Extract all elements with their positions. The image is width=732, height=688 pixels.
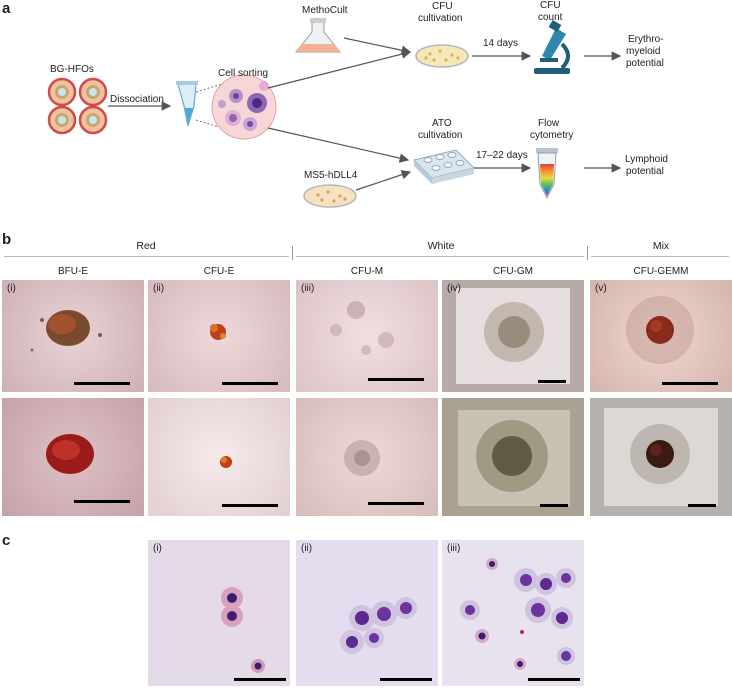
tube-icon <box>176 81 198 127</box>
group-white-label: White <box>427 240 455 252</box>
scale-bar <box>528 678 580 681</box>
lymphoid-label-1: Lymphoid <box>625 154 668 165</box>
cfu-dish-icon <box>415 44 469 68</box>
fourteen-days-label: 14 days <box>483 38 519 49</box>
scale-bar <box>222 382 278 385</box>
group-rule-white <box>296 256 584 257</box>
micrograph-cfu-m-bottom <box>296 398 438 516</box>
micrograph-bfu-e-top: (i) <box>2 280 144 392</box>
methocult-label: MethoCult <box>302 5 348 16</box>
micrograph-stain-iii: (iii) <box>442 540 584 686</box>
group-red-label: Red <box>136 240 156 252</box>
erythro-label-3: potential <box>626 58 664 69</box>
micrograph-cfu-m-top: (iii) <box>296 280 438 392</box>
days-17-22-label: 17–22 days <box>476 150 528 161</box>
tile-label-ii: (ii) <box>153 283 165 294</box>
scale-bar <box>662 382 718 385</box>
ato-label-2: cultivation <box>418 130 463 141</box>
flow-cytometry-label-2: cytometry <box>530 130 574 141</box>
tile-label-c-i: (i) <box>153 543 162 554</box>
scale-bar <box>368 378 424 381</box>
scale-bar <box>538 380 566 383</box>
sorted-cells-icon <box>211 74 277 140</box>
scale-bar <box>368 502 424 505</box>
scale-bar <box>74 500 130 503</box>
micrograph-bfu-e-bottom <box>2 398 144 516</box>
methocult-flask-icon <box>294 18 342 53</box>
scale-bar <box>688 504 716 507</box>
cfu-count-label-2: count <box>538 12 563 23</box>
scale-bar <box>74 382 130 385</box>
tile-label-iii: (iii) <box>301 283 315 294</box>
col-cfu-m-label: CFU-M <box>350 266 384 277</box>
col-cfu-gm-label: CFU-GM <box>493 266 533 277</box>
dissociation-label: Dissociation <box>110 94 164 105</box>
microscope-icon <box>534 20 570 74</box>
micrograph-cfu-gemm-top: (v) <box>590 280 732 392</box>
bg-hfos-label: BG-HFOs <box>50 64 94 75</box>
erythro-label-1: Erythro- <box>628 34 664 45</box>
micrograph-cfu-e-bottom <box>148 398 290 516</box>
micrograph-cfu-gm-top: (iv) <box>442 280 584 392</box>
tile-label-iv: (iv) <box>447 283 461 294</box>
ato-label-1: ATO <box>432 118 452 129</box>
panel-letter-a: a <box>2 0 11 17</box>
panel-letter-c: c <box>2 532 11 549</box>
ms5-dish-icon <box>303 184 357 208</box>
tile-label-c-ii: (ii) <box>301 543 313 554</box>
tile-label-c-iii: (iii) <box>447 543 461 554</box>
micrograph-cfu-gemm-bottom <box>590 398 732 516</box>
lymphoid-label-2: potential <box>626 166 664 177</box>
col-cfu-gemm-label: CFU-GEMM <box>633 266 689 277</box>
erythro-label-2: myeloid <box>626 46 661 57</box>
cell-sorting-label: Cell sorting <box>218 68 269 79</box>
col-bfu-e-label: BFU-E <box>58 266 88 277</box>
scale-bar <box>380 678 432 681</box>
group-mix-label: Mix <box>652 240 670 252</box>
tile-label-v: (v) <box>595 283 607 294</box>
micrograph-stain-ii: (ii) <box>296 540 438 686</box>
tile-label-i: (i) <box>7 283 16 294</box>
micrograph-stain-i: (i) <box>148 540 290 686</box>
flow-cytometry-label-1: Flow <box>538 118 560 129</box>
group-rule-red <box>4 256 289 257</box>
panel-letter-b: b <box>2 231 12 248</box>
col-cfu-e-label: CFU-E <box>203 266 235 277</box>
panel-a-diagram <box>47 18 622 208</box>
ms5-label: MS5-hDLL4 <box>304 170 358 181</box>
flow-tube-icon <box>536 148 558 200</box>
cfu-cultivation-label-2: cultivation <box>418 13 463 24</box>
micrograph-cfu-e-top: (ii) <box>148 280 290 392</box>
group-rule-mix <box>591 256 729 257</box>
group-divider-1 <box>292 246 293 260</box>
micrograph-cfu-gm-bottom <box>442 398 584 516</box>
group-divider-2 <box>587 246 588 260</box>
ato-plate-icon <box>413 149 475 184</box>
cfu-cultivation-label-1: CFU <box>432 1 453 12</box>
scale-bar <box>540 504 568 507</box>
organoids-icon <box>47 77 108 135</box>
scale-bar <box>222 504 278 507</box>
scale-bar <box>234 678 286 681</box>
cfu-count-label-1: CFU <box>540 0 561 11</box>
